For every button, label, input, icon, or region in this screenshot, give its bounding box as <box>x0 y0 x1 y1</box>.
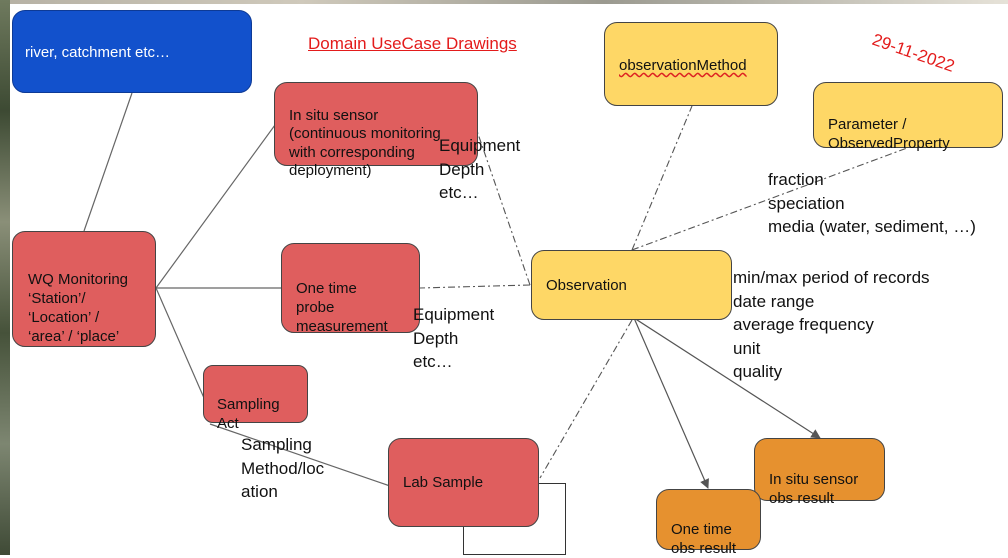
arrow-obs-insitu-result <box>633 317 821 439</box>
river-catchment-box: river, catchment etc… <box>12 10 252 93</box>
parameter-notes: fraction speciation media (water, sedime… <box>768 170 976 236</box>
lab-sample-box: Lab Sample <box>388 438 539 527</box>
left-edge-photo-strip <box>0 0 10 555</box>
diagram-title: Domain UseCase Drawings <box>308 34 517 53</box>
sampling-method-note: Sampling Method/loc ation <box>241 435 325 501</box>
wq-station-box: WQ Monitoring ‘Station’/ ‘Location’ / ‘a… <box>12 231 156 347</box>
arrow-obs-onetime <box>633 317 709 489</box>
equipment-note-probe: Equipment Depth etc… <box>413 305 495 371</box>
line-obs-lab <box>539 319 633 479</box>
line-obs-method <box>631 105 693 251</box>
sampling-act-box: Sampling Act <box>203 365 308 432</box>
line-station-sampling <box>155 287 205 399</box>
in-situ-sensor-box: In situ sensor (continuous monitoring wi… <box>274 82 478 179</box>
in-situ-result-box: In situ sensor obs result <box>754 438 885 507</box>
top-edge-strip <box>0 0 1008 4</box>
line-obs-probe <box>419 284 531 289</box>
observation-method-box: observationMethod <box>604 22 778 106</box>
line-sampling-lab <box>209 423 391 487</box>
line-obs-insitu <box>475 127 531 286</box>
one-time-probe-box: One time probe measurement <box>281 243 420 335</box>
line-station-insitu <box>155 124 276 289</box>
line-obs-parameter <box>631 147 908 251</box>
equipment-note-insitu: Equipment Depth etc… <box>439 136 521 202</box>
observation-box: Observation <box>531 250 732 320</box>
one-time-result-box: One time obs result <box>656 489 761 557</box>
parameter-box: Parameter / ObservedProperty <box>813 82 1003 152</box>
line-station-river <box>83 92 133 232</box>
observation-notes: min/max period of records date range ave… <box>733 268 930 381</box>
